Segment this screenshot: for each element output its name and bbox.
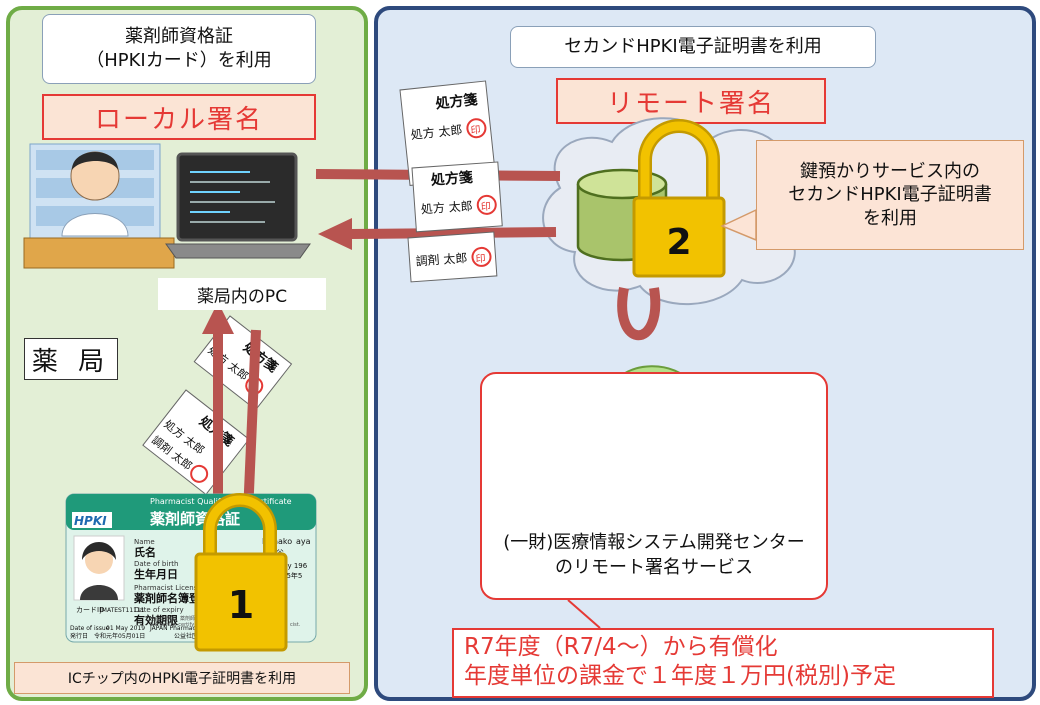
card-callout-line1: 薬剤師資格証 [125, 25, 233, 47]
pharmacy-label: 薬 局 [24, 338, 118, 380]
doc-prescriber-1: 処方 太郎 [410, 122, 463, 142]
key-service-line3: を利用 [863, 207, 917, 229]
card-name-value2: aya [296, 537, 311, 546]
doc-seal-1: 印 [470, 124, 481, 137]
card-issue-date-ja: 令和元年05月01日 [94, 632, 145, 640]
laptop-icon [165, 152, 311, 259]
card-issue-ja: 発行日 [70, 632, 88, 640]
arrow-head-to-pc [318, 218, 352, 250]
card-header-ja: 薬剤師資格証 [149, 510, 240, 528]
jami-service-box [480, 372, 828, 600]
card-license-tail: cist. [290, 622, 301, 628]
card-expiry-en: Date of expiry [134, 606, 184, 614]
doc-prescriber-2: 処方 太郎 [420, 198, 473, 217]
lock-1-number: 1 [228, 583, 254, 627]
card-expiry-ja: 有効期限 [134, 613, 178, 627]
jami-service-text: (一財)医療情報システム開発センター のリモート署名サービス [486, 530, 822, 580]
card-cert-ja: 上記の者は、薬剤師 [150, 615, 195, 622]
card-name-value: Hanako [262, 537, 292, 546]
doc-dispenser-1: 調剤 太郎 [415, 250, 468, 269]
pharmacist-icon [23, 143, 175, 269]
doc-seal-2: 印 [480, 201, 491, 214]
doc-seal-3: 印 [475, 253, 486, 266]
card-license-en: Pharmacist License No. [134, 584, 215, 592]
local-signature-title: ローカル署名 [42, 94, 316, 140]
card-name-ja: 氏名 [134, 545, 156, 559]
card-issue-date: 01 May 2019 [106, 625, 145, 632]
pricing-pointer [567, 599, 601, 629]
second-hpki-callout: セカンドHPKI電子証明書を利用 [510, 26, 876, 68]
lock-2-number: 2 [666, 222, 691, 263]
card-dob-ja: 生年月日 [134, 567, 178, 581]
ic-chip-callout: ICチップ内のHPKI電子証明書を利用 [14, 662, 350, 694]
arrow-cloud-to-pc [349, 227, 557, 239]
connector-loop [617, 287, 661, 341]
doc-title-2: 処方箋 [429, 169, 473, 189]
pricing-line1: R7年度（R7/4～）から有償化 [464, 634, 778, 660]
lock-2-icon [632, 119, 726, 278]
arrow-head-up [202, 302, 234, 334]
card-id-label: カードID [76, 606, 104, 614]
card-name-en: Name [134, 538, 155, 546]
jami-line1: (一財)医療情報システム開発センター [503, 532, 805, 553]
card-dob-en: Date of birth [134, 560, 178, 568]
hpki-logo-text: HPKI [74, 514, 107, 528]
lock-1-icon [194, 493, 288, 652]
key-service-line2: セカンドHPKI電子証明書 [788, 184, 992, 206]
doc-title-1: 処方箋 [434, 91, 479, 112]
jami-line2: のリモート署名サービス [555, 557, 753, 579]
card-issue-en: Date of issue [70, 625, 110, 632]
key-service-line1: 鍵預かりサービス内の [800, 160, 980, 182]
prescription-documents-top: 処方箋 処方 太郎 印 処方箋 処方 太郎 印 調剤 太郎 印 [399, 80, 503, 283]
pricing-line2: 年度単位の課金で１年度１万円(税別)予定 [464, 662, 896, 689]
pharmacy-pc-label: 薬局内のPC [158, 278, 326, 310]
card-callout-line2: （HPKIカード）を利用 [86, 50, 272, 71]
card-license-ja: 薬剤師名簿登録 [134, 591, 212, 605]
key-service-callout: 鍵預かりサービス内の セカンドHPKI電子証明書 を利用 [756, 140, 1024, 250]
card-usage-callout: 薬剤師資格証 （HPKIカード）を利用 [42, 14, 316, 84]
card-certify: We hereby certify that [150, 622, 206, 628]
card-id-value: JMATEST11111 [99, 607, 145, 614]
pricing-notice: R7年度（R7/4～）から有償化 年度単位の課金で１年度１万円(税別)予定 [452, 628, 994, 698]
